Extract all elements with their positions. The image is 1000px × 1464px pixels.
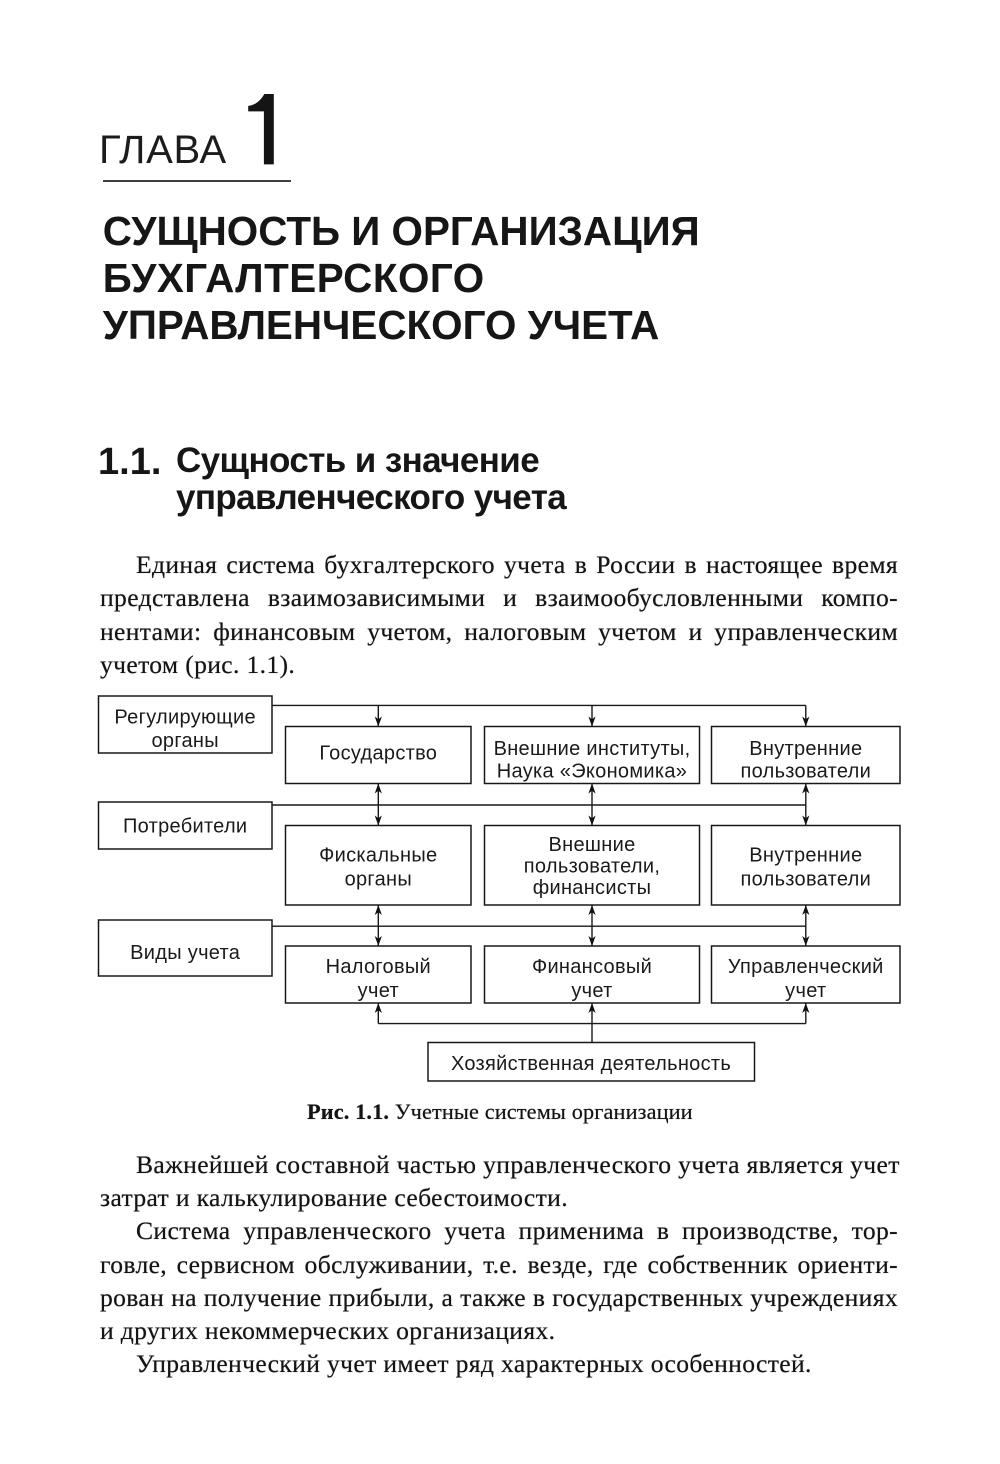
svg-text:органы: органы bbox=[345, 869, 412, 891]
svg-text:пользователи,: пользователи, bbox=[524, 856, 660, 878]
svg-text:Фискальные: Фискальные bbox=[319, 845, 437, 867]
svg-text:Хозяйственная деятельность: Хозяйственная деятельность bbox=[451, 1053, 731, 1075]
svg-text:Потребители: Потребители bbox=[123, 816, 247, 838]
svg-text:финансисты: финансисты bbox=[533, 877, 652, 899]
svg-text:органы: органы bbox=[151, 730, 218, 752]
svg-text:Наука «Экономика»: Наука «Экономика» bbox=[497, 761, 687, 783]
svg-text:Внутренние: Внутренние bbox=[749, 845, 862, 867]
svg-text:Финансовый: Финансовый bbox=[532, 956, 652, 978]
svg-text:Государство: Государство bbox=[319, 743, 437, 765]
svg-text:Виды учета: Виды учета bbox=[130, 942, 241, 964]
svg-text:Управленческий: Управленческий bbox=[728, 956, 884, 978]
svg-text:учет: учет bbox=[358, 980, 399, 1002]
svg-text:учет: учет bbox=[571, 980, 612, 1002]
svg-text:Внешние институты,: Внешние институты, bbox=[494, 738, 691, 760]
svg-text:пользователи: пользователи bbox=[741, 761, 872, 783]
svg-text:Налоговый: Налоговый bbox=[326, 956, 431, 978]
svg-text:учет: учет bbox=[785, 980, 826, 1002]
svg-text:Внешние: Внешние bbox=[549, 834, 636, 856]
svg-text:Регулирующие: Регулирующие bbox=[114, 707, 256, 729]
svg-text:Внутренние: Внутренние bbox=[749, 738, 862, 760]
svg-text:пользователи: пользователи bbox=[741, 869, 872, 891]
